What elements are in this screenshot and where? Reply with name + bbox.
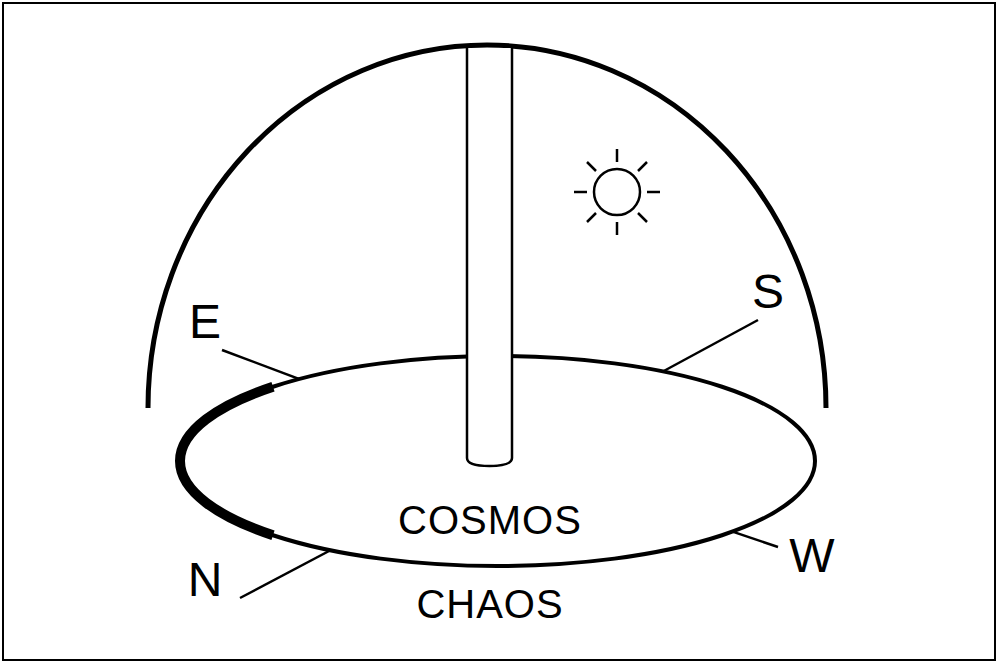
direction-label: E bbox=[189, 298, 221, 346]
sun-ray bbox=[574, 191, 587, 194]
sun-ray bbox=[638, 162, 647, 171]
world-pillar bbox=[467, 48, 512, 466]
direction-label: S bbox=[752, 268, 784, 316]
direction-label: W bbox=[789, 532, 834, 580]
sun-ray bbox=[616, 222, 619, 235]
sun-ray bbox=[638, 213, 647, 222]
sun-ray bbox=[587, 213, 596, 222]
sun-ray bbox=[587, 162, 596, 171]
disk-rim-thick bbox=[180, 387, 273, 535]
region-label: CHAOS bbox=[416, 584, 563, 624]
sun-ray bbox=[647, 191, 660, 194]
earth-disk: COSMOS bbox=[175, 352, 820, 570]
sun-symbol bbox=[574, 149, 660, 235]
sun-disc bbox=[594, 169, 640, 215]
region-label: COSMOS bbox=[398, 500, 582, 540]
direction-label: N bbox=[188, 556, 223, 604]
frame bbox=[3, 3, 995, 660]
sun-ray bbox=[616, 149, 619, 162]
